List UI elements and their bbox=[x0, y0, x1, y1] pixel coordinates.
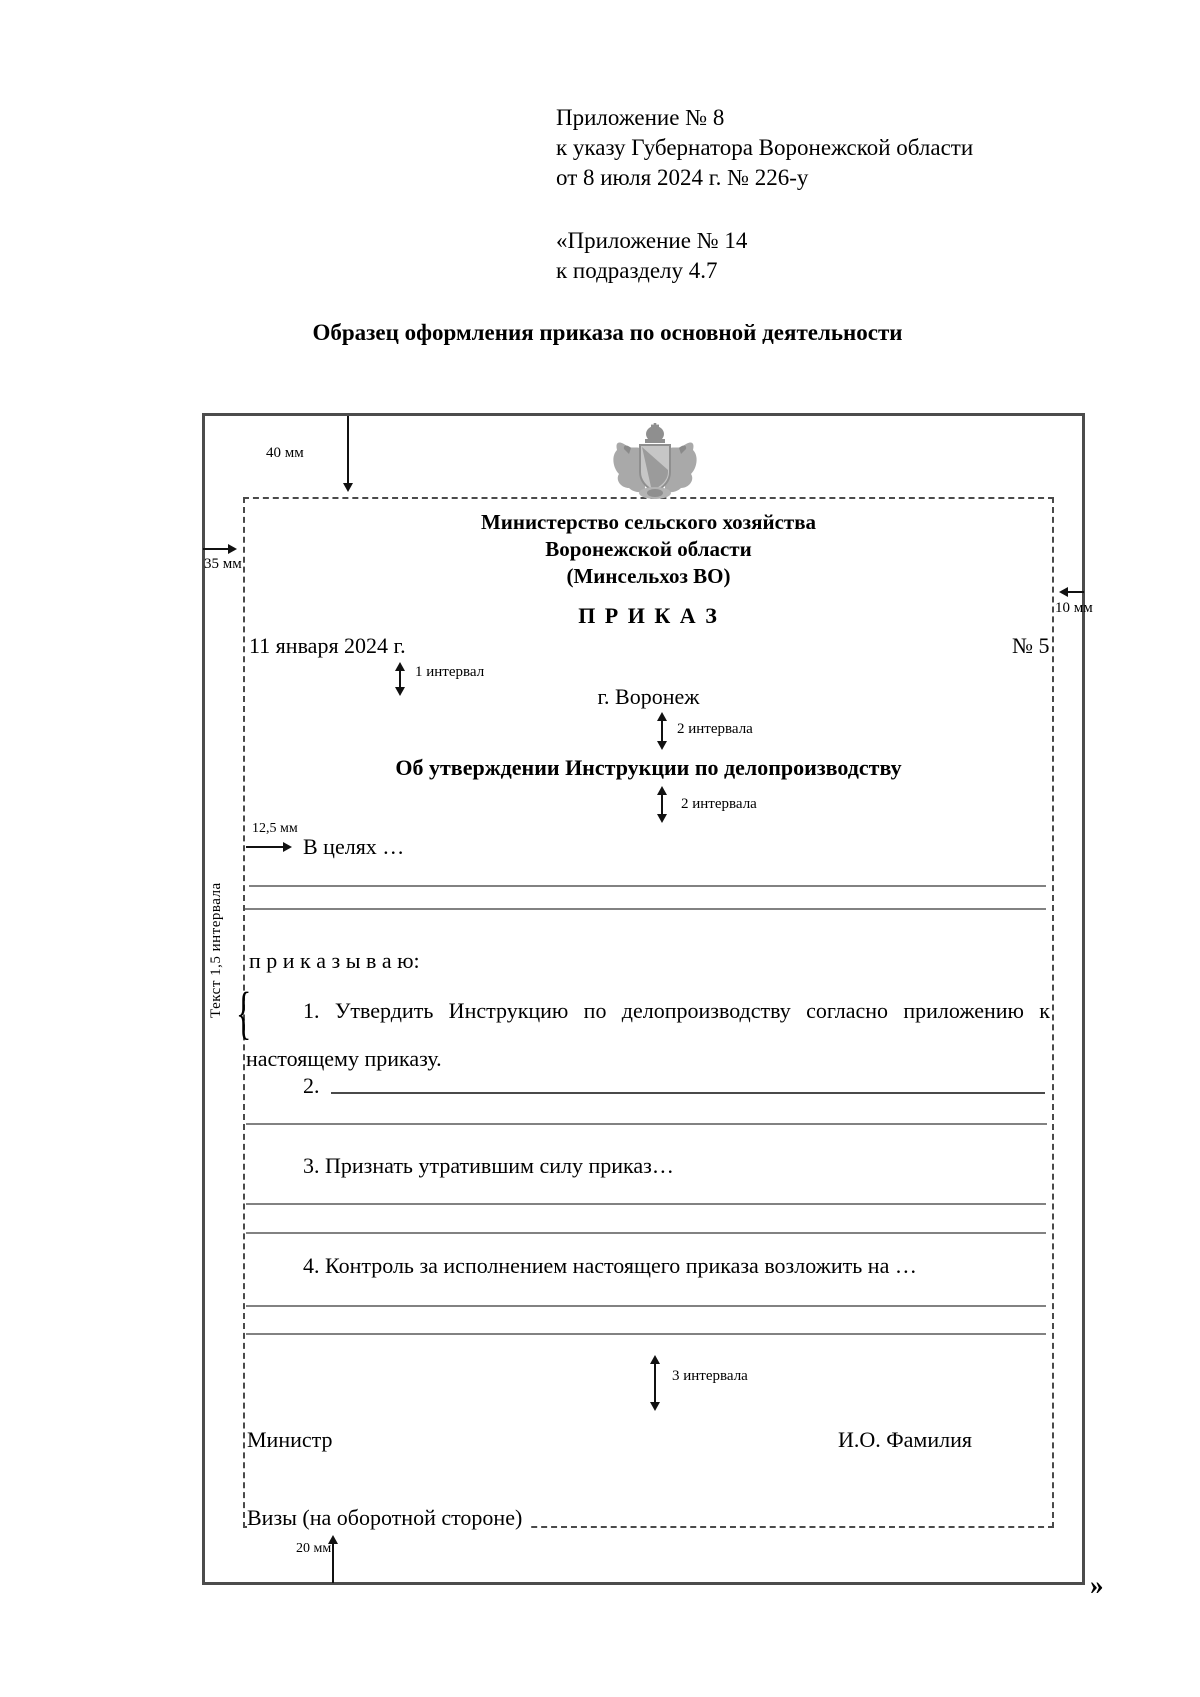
appendix-ref-line-4: «Приложение № 14 bbox=[556, 228, 748, 253]
coat-of-arms-icon bbox=[607, 422, 703, 500]
appendix-ref-line-3: от 8 июля 2024 г. № 226-у bbox=[556, 165, 809, 190]
appendix-annotation: Приложение № 8 к указу Губернатора Ворон… bbox=[556, 103, 973, 193]
blank-line bbox=[246, 1123, 1047, 1125]
doc-number: № 5 bbox=[1012, 633, 1050, 658]
left-margin-label: 35 мм bbox=[204, 556, 242, 572]
blank-line bbox=[245, 908, 1046, 910]
blank-line bbox=[249, 885, 1046, 887]
line-spacing-note: Текст 1,5 интервала bbox=[208, 882, 224, 1018]
intro-text: В целях … bbox=[303, 834, 405, 859]
closing-quote: » bbox=[1090, 1570, 1104, 1600]
doc-type-heading: П Р И К А З bbox=[578, 603, 719, 628]
sample-page-frame bbox=[202, 413, 1085, 1585]
blank-line bbox=[246, 1333, 1046, 1335]
blank-line bbox=[246, 1203, 1046, 1205]
fill-in-line bbox=[331, 1092, 1045, 1094]
doc-subject: Об утверждении Инструкции по делопроизво… bbox=[395, 755, 902, 780]
appendix-ref-line-5: к подразделу 4.7 bbox=[556, 258, 718, 283]
interval-1-arrow bbox=[395, 662, 405, 696]
interval-2-arrow-top bbox=[657, 712, 667, 750]
order-item-4: 4. Контроль за исполнением настоящего пр… bbox=[303, 1253, 917, 1278]
paragraph-indent-label: 12,5 мм bbox=[252, 821, 298, 836]
order-item-3: 3. Признать утратившим силу приказ… bbox=[303, 1153, 674, 1178]
right-margin-arrow bbox=[1059, 587, 1084, 597]
org-name-line-1: Министерство сельского хозяйства bbox=[480, 510, 817, 534]
bottom-margin-label: 20 мм bbox=[296, 1541, 332, 1556]
page-title: Образец оформления приказа по основной д… bbox=[312, 320, 903, 345]
order-item-2-number: 2. bbox=[303, 1073, 320, 1098]
org-name-line-2: Воронежской области bbox=[545, 537, 752, 561]
bottom-margin-arrow bbox=[328, 1535, 338, 1583]
paragraph-indent-arrow bbox=[246, 842, 292, 852]
doc-date: 11 января 2024 г. bbox=[249, 633, 406, 658]
appendix-ref-line-2: к указу Губернатора Воронежской области bbox=[556, 135, 974, 160]
right-margin-label: 10 мм bbox=[1055, 600, 1093, 616]
signature-position: Министр bbox=[247, 1427, 333, 1452]
command-word: п р и к а з ы в а ю: bbox=[249, 948, 420, 973]
top-margin-label: 40 мм bbox=[266, 445, 304, 461]
blank-line bbox=[246, 1232, 1046, 1234]
appendix-ref-line-1: Приложение № 8 bbox=[556, 105, 725, 130]
top-margin-arrow bbox=[343, 416, 353, 492]
interval-1-label: 1 интервал bbox=[415, 664, 485, 680]
visas-note: Визы (на оборотной стороне) bbox=[247, 1505, 529, 1531]
doc-place: г. Воронеж bbox=[597, 684, 700, 709]
interval-2-label-top: 2 интервала bbox=[677, 721, 753, 737]
appendix-annotation-2: «Приложение № 14 к подразделу 4.7 bbox=[556, 226, 747, 286]
interval-2-label-bottom: 2 интервала bbox=[681, 796, 757, 812]
order-item-1-line-1: 1. Утвердить Инструкцию по делопроизводс… bbox=[303, 998, 1050, 1023]
signature-name: И.О. Фамилия bbox=[838, 1427, 972, 1452]
interval-2-arrow-bottom bbox=[657, 786, 667, 823]
left-margin-arrow bbox=[203, 544, 237, 554]
order-item-1-line-2: настоящему приказу. bbox=[246, 1046, 442, 1071]
org-short-name: (Минсельхоз ВО) bbox=[566, 564, 731, 588]
blank-line bbox=[246, 1305, 1046, 1307]
interval-3-label: 3 интервала bbox=[672, 1368, 748, 1384]
spacing-brace: { bbox=[236, 980, 252, 1045]
interval-3-arrow bbox=[650, 1355, 660, 1411]
